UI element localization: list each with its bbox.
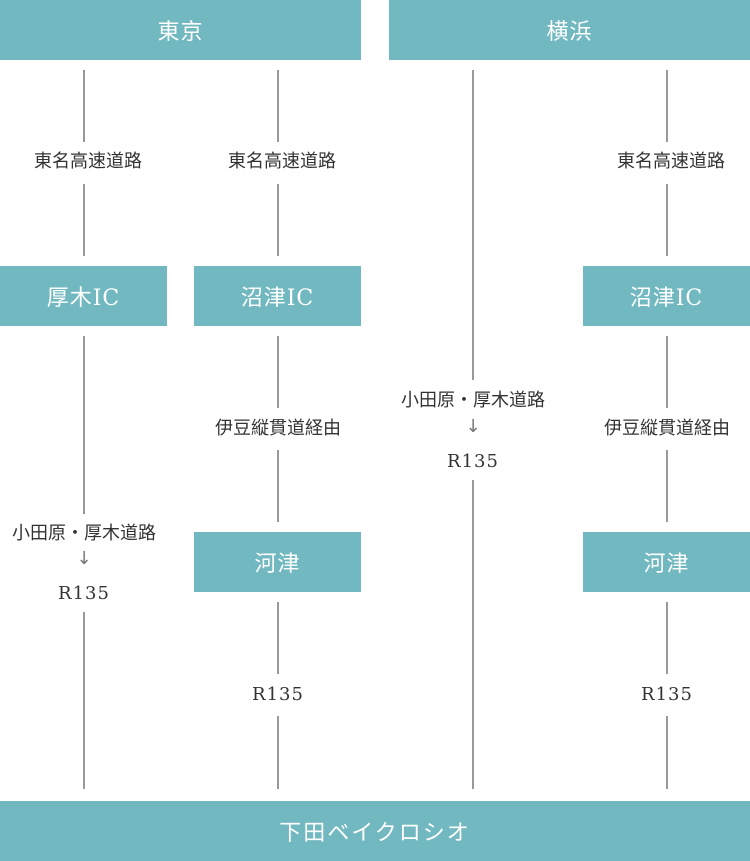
route-line [472, 480, 474, 789]
node-numazu-ic: 沼津IC [194, 266, 361, 326]
node-numazu-ic-label: 沼津IC [629, 286, 704, 311]
destination-box: 下田ベイクロシオ [0, 801, 750, 861]
route-line [666, 716, 668, 789]
header-yokohama-label: 横浜 [546, 20, 593, 45]
road-label-izu-jukan: 伊豆縦貫道経由 [604, 418, 730, 439]
route-line [277, 716, 279, 789]
route-line [666, 602, 668, 674]
route-line [472, 70, 474, 380]
header-tokyo: 東京 [0, 0, 361, 60]
route-line [83, 336, 85, 514]
node-atsugi-ic: 厚木IC [0, 266, 167, 326]
route-line [277, 450, 279, 522]
route-line [83, 612, 85, 789]
road-label-tomei: 東名高速道路 [617, 151, 725, 172]
road-label-odawara-atsugi: 小田原・厚木道路 [12, 523, 156, 544]
route-line [277, 70, 279, 142]
node-numazu-ic: 沼津IC [583, 266, 750, 326]
node-kawazu-label: 河津 [643, 552, 690, 577]
road-label-r135: R135 [641, 684, 693, 705]
destination-label: 下田ベイクロシオ [279, 821, 471, 846]
road-label-r135: R135 [252, 684, 304, 705]
route-line [83, 184, 85, 256]
route-line [666, 70, 668, 142]
road-label-izu-jukan: 伊豆縦貫道経由 [215, 418, 341, 439]
node-kawazu: 河津 [194, 532, 361, 592]
road-label-odawara-atsugi: 小田原・厚木道路 [401, 390, 545, 411]
node-kawazu: 河津 [583, 532, 750, 592]
header-tokyo-label: 東京 [157, 20, 204, 45]
arrow-down-icon: ↓ [465, 416, 481, 437]
road-label-tomei: 東名高速道路 [228, 151, 336, 172]
header-yokohama: 横浜 [389, 0, 750, 60]
road-label-r135: R135 [58, 583, 110, 604]
node-kawazu-label: 河津 [254, 552, 301, 577]
route-line [83, 70, 85, 142]
route-line [666, 450, 668, 522]
arrow-down-icon: ↓ [76, 548, 92, 569]
route-line [666, 336, 668, 408]
route-line [666, 184, 668, 256]
node-atsugi-ic-label: 厚木IC [46, 286, 121, 311]
route-line [277, 184, 279, 256]
road-label-tomei: 東名高速道路 [34, 151, 142, 172]
route-line [277, 602, 279, 674]
route-line [277, 336, 279, 408]
road-label-r135: R135 [447, 451, 499, 472]
node-numazu-ic-label: 沼津IC [240, 286, 315, 311]
